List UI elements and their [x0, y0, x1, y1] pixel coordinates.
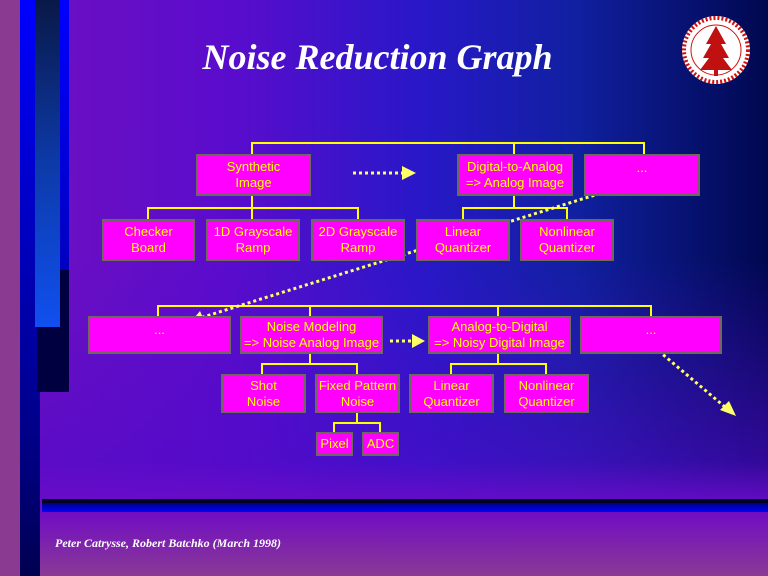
node-label: 2D Grayscale — [318, 224, 398, 239]
stanford-seal-icon — [682, 16, 750, 84]
left-stripe-purple — [0, 0, 20, 576]
divider-dark — [42, 499, 768, 503]
node-label: Quantizer — [538, 240, 596, 255]
node-label: Quantizer — [434, 240, 492, 255]
node-label: Quantizer — [518, 393, 575, 409]
node-label: Synthetic — [226, 159, 281, 174]
left-stripe-accent — [60, 0, 69, 270]
node-label: Ramp — [340, 240, 376, 255]
node-label: Image — [235, 175, 272, 190]
node-label: Noise — [340, 393, 375, 409]
arrow-head — [412, 334, 425, 348]
node-label: Shot — [250, 377, 277, 393]
node-label: ... — [645, 322, 657, 337]
node-label: Linear — [444, 224, 482, 239]
node-label: Digital-to-Analog — [466, 159, 564, 174]
footer-band — [0, 512, 768, 576]
node-analog-to-digital[interactable]: Analog-to-Digital=> Noisy Digital Image — [428, 316, 571, 354]
node-more-right[interactable]: ... — [580, 316, 722, 354]
node-label: Pixel — [320, 436, 349, 451]
node-label: Quantizer — [423, 393, 480, 409]
node-label: Nonlinear — [539, 224, 595, 239]
node-more-left[interactable]: ... — [88, 316, 231, 354]
node-label: Nonlinear — [518, 377, 575, 393]
node-label: => Analog Image — [465, 175, 565, 190]
node-label: Ramp — [235, 240, 271, 255]
divider-bar — [42, 503, 768, 512]
node-label: Noise — [246, 393, 281, 409]
node-label: ... — [154, 322, 165, 337]
node-pixel[interactable]: Pixel — [316, 432, 353, 456]
node-label: => Noisy Digital Image — [434, 335, 565, 350]
node-label: => Noise Analog Image — [243, 335, 380, 350]
footer-credits: Peter Catrysse, Robert Batchko (March 19… — [55, 536, 281, 550]
node-label: Checker — [124, 224, 173, 239]
slide-title: Noise Reduction Graph — [202, 37, 553, 77]
left-stripe-lightblue — [35, 0, 60, 327]
node-label: Fixed Pattern — [318, 377, 397, 393]
node-digital-to-analog[interactable]: Digital-to-Analog=> Analog Image — [457, 154, 573, 196]
node-label: Analog-to-Digital — [451, 319, 548, 334]
node-more-top[interactable]: ... — [584, 154, 700, 196]
node-noise-modeling[interactable]: Noise Modeling=> Noise Analog Image — [240, 316, 383, 354]
node-label: ... — [636, 160, 648, 175]
node-label: Board — [131, 240, 166, 255]
node-adc[interactable]: ADC — [362, 432, 399, 456]
arrow-head — [402, 166, 416, 180]
node-label: Noise Modeling — [266, 319, 357, 334]
node-label: Linear — [433, 377, 470, 393]
arrow-head — [720, 401, 736, 416]
node-label: 1D Grayscale — [213, 224, 293, 239]
node-label: ADC — [366, 436, 395, 451]
